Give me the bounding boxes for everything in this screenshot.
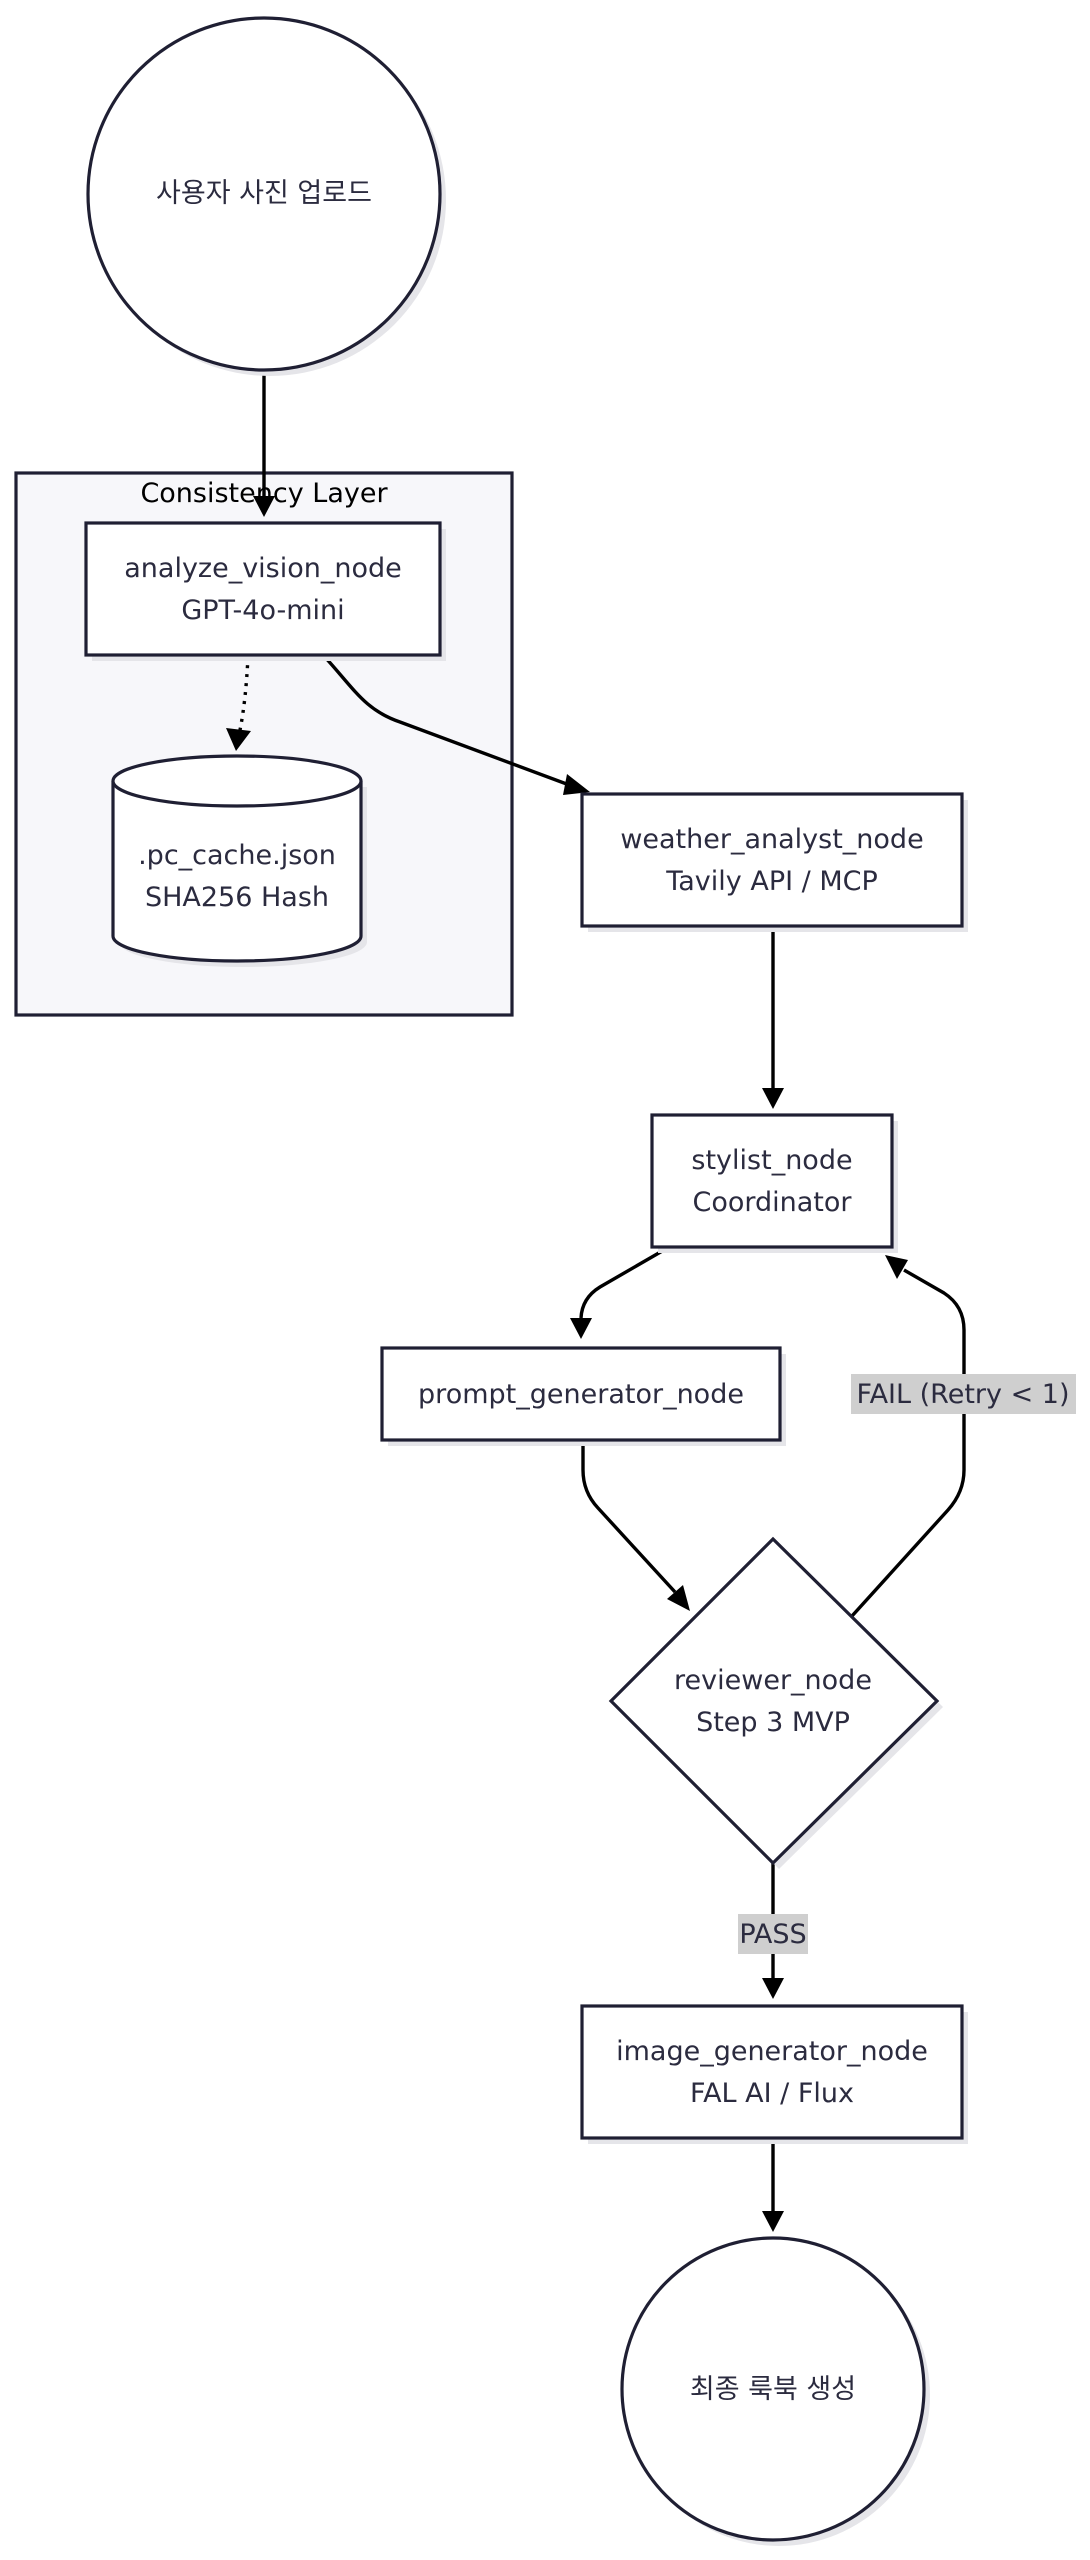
node-analyze-vision-line1: analyze_vision_node [124, 553, 402, 584]
node-reviewer-line2: Step 3 MVP [696, 1707, 850, 1738]
node-image-generator-line1: image_generator_node [616, 2036, 928, 2067]
edge-label-pass-text: PASS [739, 1919, 806, 1950]
subgraph-title: Consistency Layer [140, 478, 388, 509]
node-weather-analyst-line1: weather_analyst_node [620, 824, 923, 855]
node-cache[interactable]: .pc_cache.json SHA256 Hash [111, 754, 367, 967]
node-stylist[interactable]: stylist_node Coordinator [650, 1113, 898, 1253]
node-weather-analyst[interactable]: weather_analyst_node Tavily API / MCP [580, 792, 968, 932]
node-stylist-line1: stylist_node [691, 1145, 852, 1176]
node-analyze-vision-line2: GPT-4o-mini [181, 595, 344, 626]
edge-prompt-generator-to-reviewer [581, 1440, 690, 1611]
edge-label-fail: FAIL (Retry < 1) [851, 1374, 1076, 1414]
node-analyze-vision[interactable]: analyze_vision_node GPT-4o-mini [84, 521, 446, 661]
edge-weather-to-stylist [762, 925, 784, 1109]
node-prompt-generator-label: prompt_generator_node [418, 1379, 744, 1410]
node-final[interactable]: 최종 룩북 생성 [620, 2236, 930, 2546]
node-cache-line1: .pc_cache.json [138, 840, 336, 871]
node-image-generator[interactable]: image_generator_node FAL AI / Flux [580, 2004, 968, 2144]
node-reviewer-line1: reviewer_node [674, 1665, 872, 1696]
edge-analyze-to-weather [322, 654, 590, 795]
edge-reviewer-to-stylist [850, 1255, 966, 1618]
edge-stylist-to-prompt-generator [570, 1248, 665, 1339]
node-reviewer[interactable]: reviewer_node Step 3 MVP [608, 1536, 943, 1869]
node-weather-analyst-line2: Tavily API / MCP [665, 866, 878, 897]
node-image-generator-line2: FAL AI / Flux [690, 2078, 854, 2109]
node-upload-label: 사용자 사진 업로드 [156, 178, 372, 209]
edge-label-fail-text: FAIL (Retry < 1) [857, 1379, 1070, 1410]
node-stylist-line2: Coordinator [692, 1187, 852, 1218]
node-prompt-generator[interactable]: prompt_generator_node [380, 1346, 786, 1446]
edge-image-generator-to-final [762, 2140, 784, 2232]
edge-upload-to-analyze [253, 372, 275, 517]
node-final-label: 최종 룩북 생성 [690, 2374, 856, 2405]
node-upload[interactable]: 사용자 사진 업로드 [86, 16, 446, 376]
node-cache-line2: SHA256 Hash [145, 882, 329, 913]
edge-label-pass: PASS [738, 1914, 808, 1954]
edge-analyze-to-cache [226, 655, 251, 751]
